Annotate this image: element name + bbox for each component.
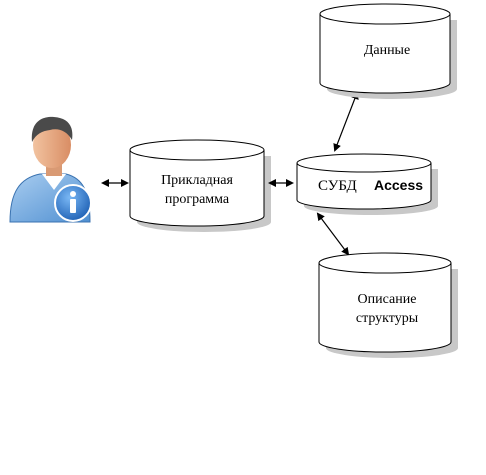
structure-description-label-line1: Описание [358,292,417,307]
data-store-label: Данные [364,43,410,58]
dbms-label-suffix: Access [374,177,423,193]
app-program-label-line2: программа [165,192,230,207]
connector-dbms-data [333,91,359,152]
app-program-cylinder [129,139,271,232]
app-program-label-line1: Прикладная [161,173,233,188]
structure-description-label-line2: структуры [356,311,419,326]
structure-description-cylinder [318,252,458,358]
data-store-cylinder [319,3,457,99]
dbms-label: СУБД [318,178,357,194]
dbms-cylinder [296,153,438,215]
user-info-icon [9,116,92,223]
connector-dbms-structure [316,212,350,256]
